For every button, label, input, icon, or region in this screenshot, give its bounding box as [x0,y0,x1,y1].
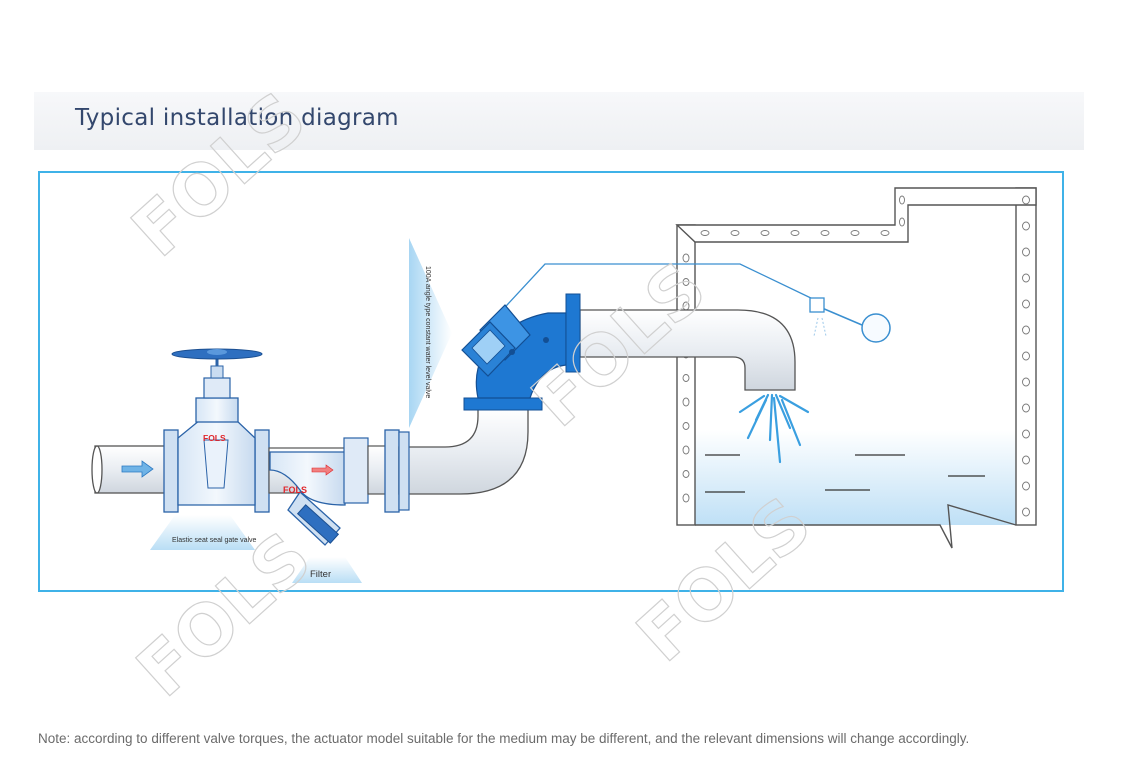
water-tank [675,187,1037,549]
svg-text:FOLS: FOLS [117,76,322,272]
riser-pipe [398,407,529,511]
footnote: Note: according to different valve torqu… [38,731,970,746]
filter-label: Filter [292,557,362,583]
float-ball [861,313,891,343]
svg-text:Elastic seat seal gate valve: Elastic seat seal gate valve [172,537,257,544]
svg-text:Filter: Filter [310,569,331,580]
gate-valve: FOLS [163,348,270,513]
svg-text:100A angle type constant water: 100A angle type constant water level val… [424,266,431,398]
tank-right-wall [1015,187,1037,526]
gate-valve-label: Elastic seat seal gate valve [150,515,257,550]
handwheel-icon [171,348,263,360]
filter-brand: FOLS [283,485,307,495]
tank-roof [675,187,1037,243]
title-band [34,92,1084,150]
flow-arrow-small-icon [311,464,334,476]
y-filter: FOLS [268,429,400,546]
float-control [494,263,891,343]
outlet-pipe [579,309,810,464]
tank-water [694,430,1019,525]
inlet-pipe [91,445,171,494]
level-valve-label: 100A angle type constant water level val… [409,238,452,428]
angle-level-valve [461,293,581,411]
page-title: Typical installation diagram [75,105,399,131]
gate-valve-brand: FOLS [203,433,226,443]
flow-arrow-icon [121,460,154,478]
